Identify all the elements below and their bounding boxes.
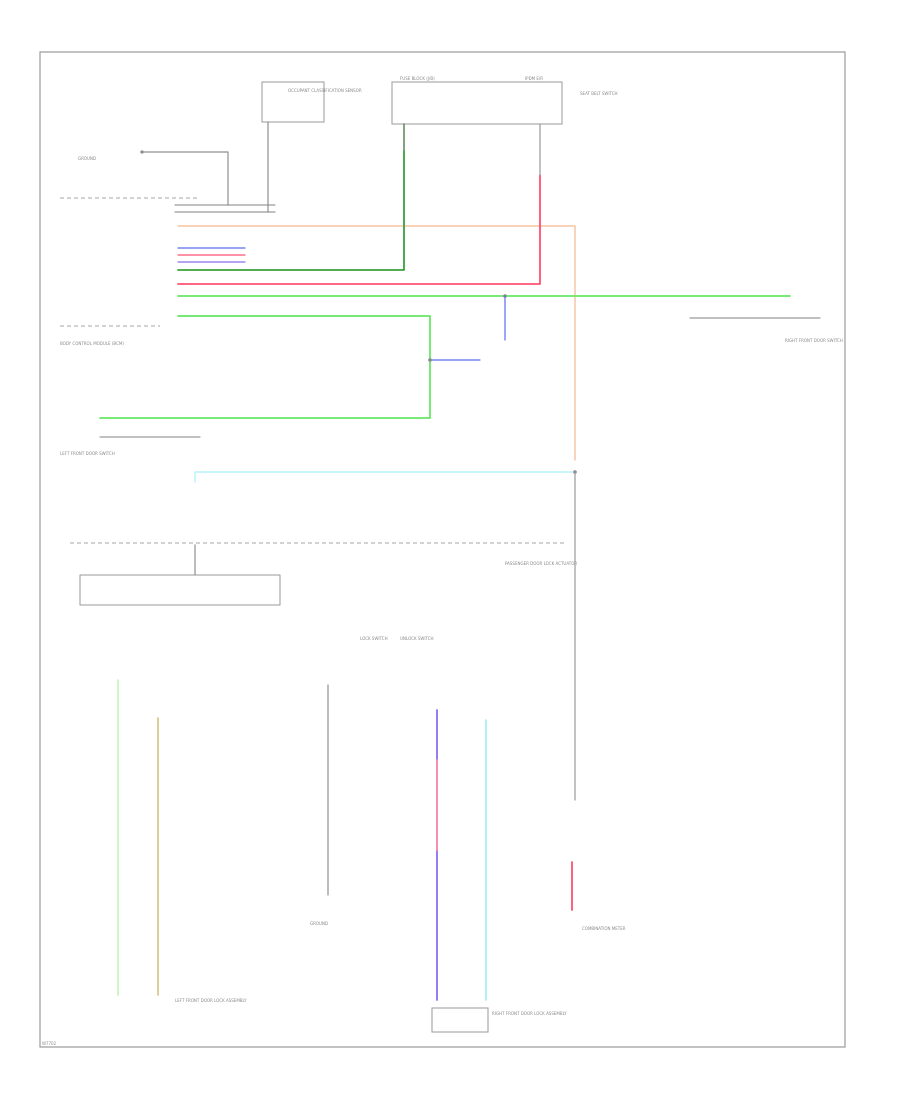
left-front-door-switch-label: LEFT FRONT DOOR SWITCH bbox=[60, 451, 115, 456]
ground-center-label: GROUND bbox=[310, 921, 328, 926]
door-switch-block bbox=[79, 574, 281, 606]
passenger-door-lock-label: PASSENGER DOOR LOCK ACTUATOR bbox=[505, 561, 577, 566]
right-front-door-switch-label: RIGHT FRONT DOOR SWITCH bbox=[785, 338, 843, 343]
fuse-block-box bbox=[391, 81, 563, 125]
lock-switch-label: LOCK SWITCH bbox=[360, 636, 388, 641]
ground-left-wire bbox=[141, 151, 229, 206]
seat-belt-switch-label: SEAT BELT SWITCH bbox=[580, 91, 618, 96]
left-front-door-lock-label: LEFT FRONT DOOR LOCK ASSEMBLY bbox=[175, 998, 247, 1003]
fuse-block-label: FUSE BLOCK (J/B) bbox=[400, 76, 435, 81]
right-front-door-lock-box bbox=[431, 1007, 489, 1033]
footer-code: W7702 bbox=[42, 1041, 57, 1046]
dark-green-wire bbox=[177, 123, 405, 271]
occupant-sensor-box bbox=[261, 81, 325, 123]
ground-left-node bbox=[140, 150, 144, 154]
orange-wire bbox=[177, 225, 576, 461]
diagram-frame bbox=[39, 51, 846, 1048]
green-loop-wire bbox=[99, 315, 431, 419]
red-wire bbox=[177, 174, 541, 285]
blue-junction-node bbox=[428, 358, 432, 362]
occupant-sensor-label: OCCUPANT CLASSIFICATION SENSOR bbox=[288, 88, 362, 93]
ground-left-label: GROUND bbox=[78, 156, 96, 161]
ipdm-label: IPDM E/R bbox=[525, 76, 543, 81]
combination-meter-label: COMBINATION METER bbox=[582, 926, 626, 931]
right-front-door-lock-label: RIGHT FRONT DOOR LOCK ASSEMBLY bbox=[492, 1011, 567, 1016]
light-blue-wire bbox=[194, 471, 576, 483]
unlock-switch-label: UNLOCK SWITCH bbox=[400, 636, 434, 641]
body-control-module-label: BODY CONTROL MODULE (BCM) bbox=[60, 341, 124, 346]
